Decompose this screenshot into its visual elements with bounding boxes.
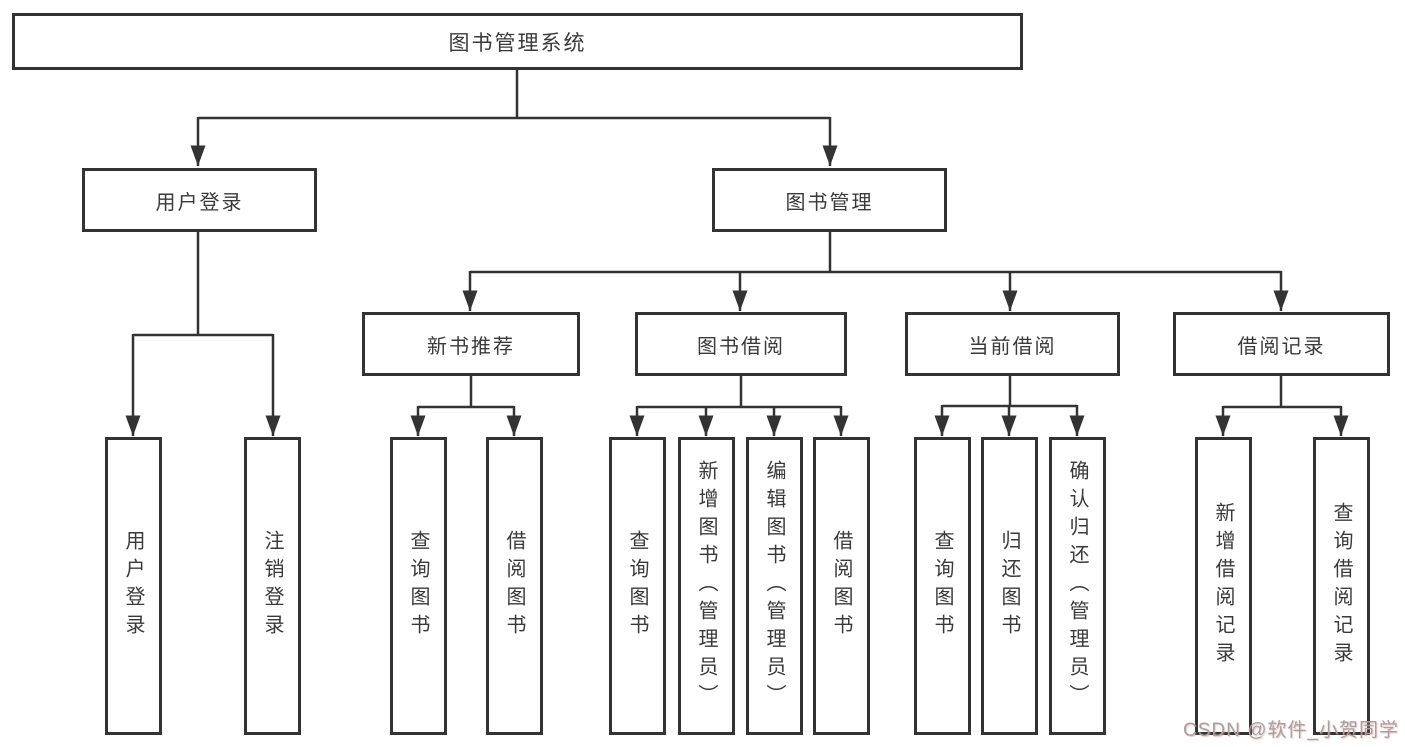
- watermark: CSDN @软件_小贺同学: [1183, 720, 1399, 741]
- node-leaf-query-books-newbook: 查询图书: [390, 437, 447, 735]
- connector-borrow-record-split: [1223, 375, 1341, 409]
- connector-new-book-split: [418, 375, 514, 409]
- node-leaf-edit-books-admin-label: 编辑图书（管理员）: [763, 460, 785, 712]
- connector-book-mgmt-split: [470, 231, 1281, 274]
- node-book-borrow-label: 图书借阅: [697, 335, 785, 358]
- node-leaf-logout-login: 注销登录: [244, 437, 301, 735]
- node-leaf-user-login: 用户登录: [105, 437, 162, 735]
- node-current-borrow: 当前借阅: [905, 312, 1120, 376]
- node-user-login-label: 用户登录: [155, 191, 244, 214]
- node-leaf-query-books-current: 查询图书: [914, 437, 971, 735]
- node-book-mgmt-label: 图书管理: [785, 191, 874, 214]
- node-leaf-add-books-admin: 新增图书（管理员）: [678, 437, 735, 735]
- node-borrow-record: 借阅记录: [1173, 312, 1390, 376]
- node-leaf-query-books-newbook-label: 查询图书: [407, 530, 429, 642]
- node-leaf-confirm-return-admin: 确认归还（管理员）: [1049, 437, 1106, 735]
- node-user-login: 用户登录: [82, 168, 317, 232]
- node-leaf-add-books-admin-label: 新增图书（管理员）: [695, 460, 717, 712]
- connector-user-login-split: [133, 231, 273, 337]
- node-new-book: 新书推荐: [362, 312, 580, 376]
- node-leaf-logout-login-label: 注销登录: [261, 530, 283, 642]
- connector-current-borrow-split: [942, 375, 1077, 408]
- node-borrow-record-label: 借阅记录: [1237, 335, 1326, 358]
- connector-book-borrow-split: [637, 375, 841, 409]
- node-leaf-query-borrow-record: 查询借阅记录: [1313, 437, 1370, 735]
- connector-root-split: [198, 70, 830, 120]
- node-leaf-query-books-borrow: 查询图书: [609, 437, 666, 735]
- node-leaf-confirm-return-admin-label: 确认归还（管理员）: [1066, 460, 1088, 712]
- node-leaf-borrow-books-newbook: 借阅图书: [486, 437, 543, 735]
- node-root-system-label: 图书管理系统: [448, 31, 587, 55]
- node-book-borrow: 图书借阅: [635, 312, 847, 376]
- node-leaf-borrow-books-borrow-label: 借阅图书: [830, 530, 852, 642]
- node-leaf-borrow-books-newbook-label: 借阅图书: [503, 530, 525, 642]
- node-book-mgmt: 图书管理: [712, 168, 947, 232]
- node-leaf-return-books-label: 归还图书: [998, 530, 1020, 642]
- node-leaf-return-books: 归还图书: [981, 437, 1038, 735]
- node-current-borrow-label: 当前借阅: [968, 335, 1057, 358]
- node-leaf-user-login-label: 用户登录: [122, 530, 144, 642]
- node-leaf-query-borrow-record-label: 查询借阅记录: [1330, 502, 1352, 670]
- node-leaf-query-books-current-label: 查询图书: [931, 530, 953, 642]
- node-leaf-add-borrow-record: 新增借阅记录: [1195, 437, 1252, 735]
- node-leaf-query-books-borrow-label: 查询图书: [626, 530, 648, 642]
- node-leaf-borrow-books-borrow: 借阅图书: [813, 437, 870, 735]
- node-leaf-edit-books-admin: 编辑图书（管理员）: [746, 437, 803, 735]
- node-root-system: 图书管理系统: [12, 13, 1023, 70]
- node-leaf-add-borrow-record-label: 新增借阅记录: [1212, 502, 1234, 670]
- node-new-book-label: 新书推荐: [427, 335, 515, 358]
